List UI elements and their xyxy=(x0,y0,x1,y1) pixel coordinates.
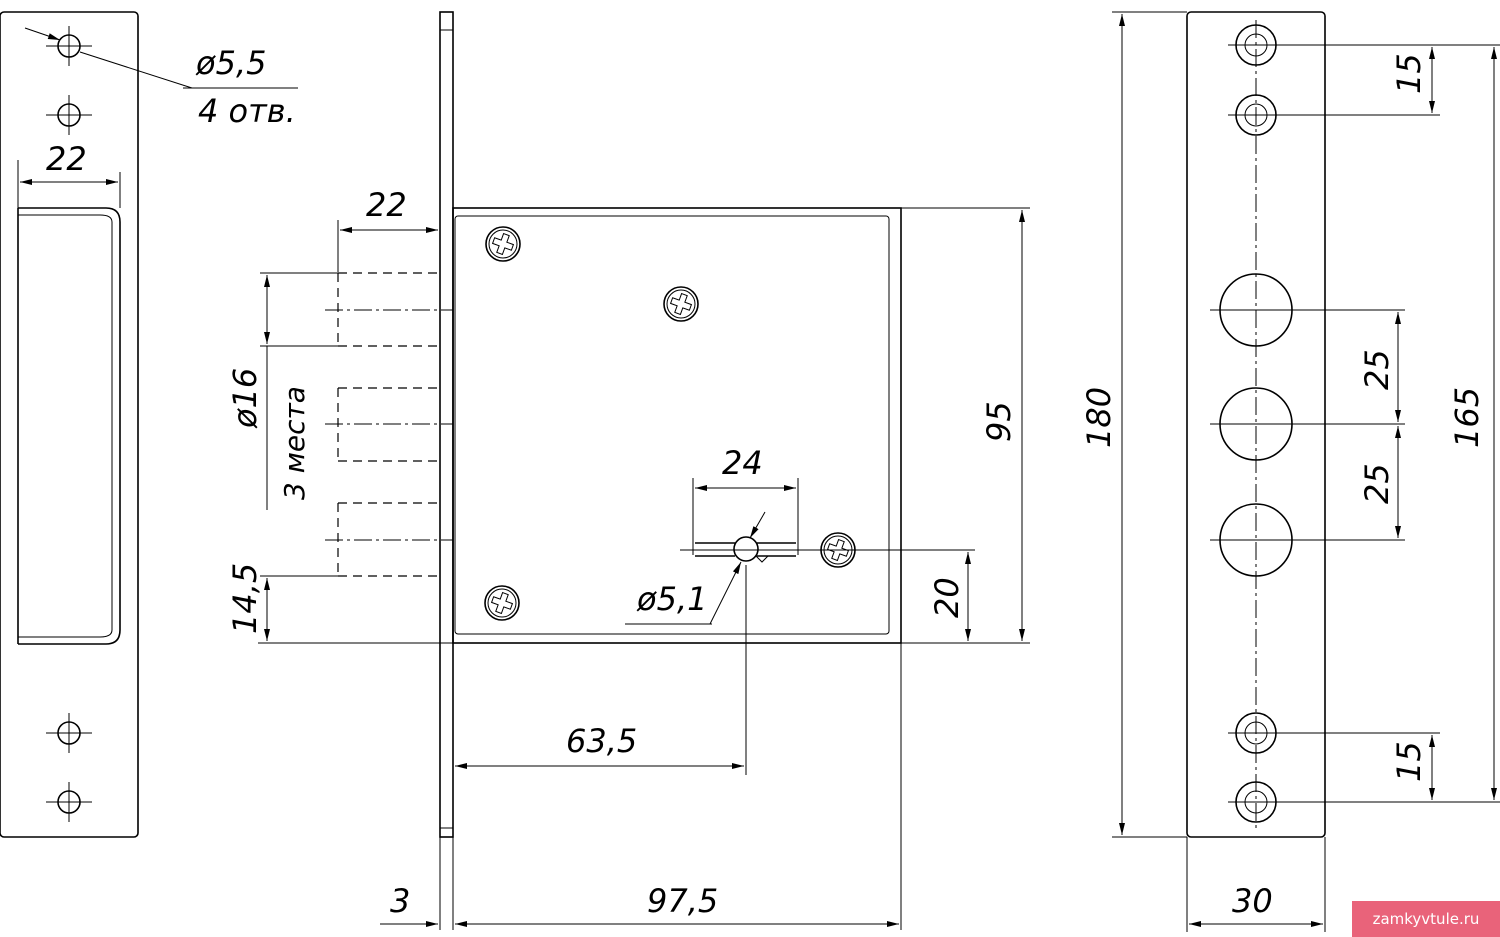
faceplate-screw-hole xyxy=(1228,781,1500,823)
bolt-1 xyxy=(325,272,453,347)
lock-cover-plate xyxy=(454,215,890,635)
bolt-pitch-2-label: 25 xyxy=(1358,463,1396,504)
spindle-width-label: 24 xyxy=(722,444,763,482)
faceplate-length-label: 180 xyxy=(1080,387,1118,448)
watermark-badge: zamkyvtule.ru xyxy=(1352,901,1500,937)
strike-hole-count-label: 4 отв. xyxy=(198,92,296,130)
spindle-hole xyxy=(733,536,759,562)
strike-hole-top-2 xyxy=(46,95,92,135)
spindle-block xyxy=(692,478,799,563)
mount-pitch-bottom-label: 15 xyxy=(1390,741,1428,782)
bolt-projection-label: 22 xyxy=(366,186,407,224)
bolt-pitch-1-label: 25 xyxy=(1358,349,1396,390)
faceplate-front-view: 15 25 25 15 165 180 30 xyxy=(1080,11,1500,932)
mount-pitch-top-label: 15 xyxy=(1390,53,1428,94)
bolt-bottom-offset-label: 14,5 xyxy=(226,563,264,634)
spindle-height-label: 20 xyxy=(928,577,966,618)
strike-hole-bottom-2 xyxy=(46,782,92,822)
strike-plate-outline xyxy=(0,11,139,838)
bolt-2 xyxy=(325,387,453,462)
strike-hole-top-1 xyxy=(46,26,92,66)
faceplate-screw-hole xyxy=(1228,712,1440,754)
case-depth-label: 97,5 xyxy=(647,882,718,920)
faceplate-thickness-label: 3 xyxy=(390,882,410,920)
lock-side-view: 24 ø5,1 22 xyxy=(226,11,1030,930)
spindle-hole-dia-label: ø5,1 xyxy=(636,580,707,618)
lock-case-outline xyxy=(452,207,902,644)
faceplate-width-label: 30 xyxy=(1232,882,1273,920)
mount-span-label: 165 xyxy=(1448,387,1486,448)
strike-hole-bottom-1 xyxy=(46,713,92,753)
screw-icon xyxy=(663,286,699,322)
faceplate-bolt-hole xyxy=(1210,387,1405,461)
strike-plate-view: ø5,5 4 отв. 22 xyxy=(0,11,298,838)
faceplate-bolt-hole xyxy=(1210,273,1405,347)
bolt-dia-label: ø16 xyxy=(226,368,264,429)
case-height-label: 95 xyxy=(980,401,1018,442)
bolt-3 xyxy=(325,502,453,577)
strike-hole-dia-label: ø5,5 xyxy=(195,44,266,82)
faceplate-bolt-hole xyxy=(1210,503,1405,577)
backset-label: 63,5 xyxy=(566,722,637,760)
bolt-count-label: 3 места xyxy=(278,386,311,500)
screw-icon xyxy=(485,226,521,262)
strike-slot-width-label: 22 xyxy=(46,140,87,178)
screw-icon xyxy=(484,585,520,621)
strike-plate-slot xyxy=(18,207,121,645)
faceplate-screw-hole xyxy=(1228,94,1440,136)
